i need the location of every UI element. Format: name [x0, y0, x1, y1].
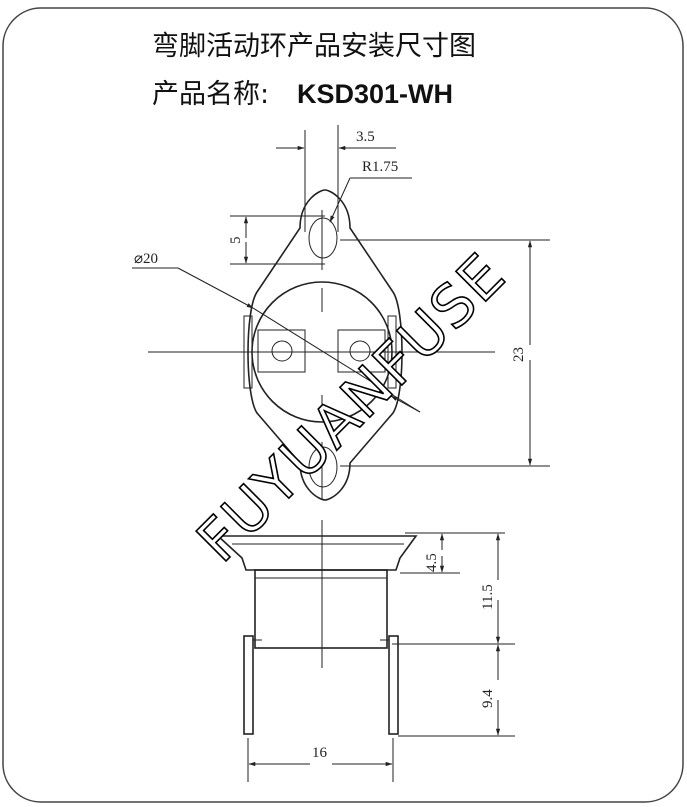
dim-hole-spacing: 3.5 — [356, 129, 375, 145]
side-terminal-right — [388, 635, 399, 735]
product-code: KSD301-WH — [297, 79, 453, 109]
page-border — [2, 7, 684, 803]
dim-terminal-length: 9.4 — [480, 689, 496, 708]
drawing-title: 弯脚活动环产品安装尺寸图 — [152, 31, 476, 62]
dim-mount-spacing: 23 — [511, 347, 527, 362]
dim-flange-height: 4.5 — [424, 553, 440, 572]
flange-outline — [247, 189, 403, 501]
terminal-base-right — [337, 329, 386, 373]
dim-body-height: 11.5 — [480, 584, 496, 610]
dim-hole-radius: R1.75 — [362, 159, 398, 175]
mount-hole-top — [308, 217, 338, 259]
terminal-base-left — [257, 329, 306, 373]
watermark: FUYUANFUSE — [184, 240, 519, 575]
mount-hole-bottom — [308, 446, 338, 488]
product-name-label: 产品名称: — [152, 79, 269, 110]
side-terminal-left — [243, 635, 254, 735]
dim-body-diameter: ⌀20 — [134, 251, 158, 267]
side-body — [254, 569, 388, 649]
terminal-hole-right — [349, 340, 371, 362]
dim-terminal-width: 16 — [312, 745, 328, 761]
side-view: 4.5 11.5 9.4 16 — [215, 520, 515, 782]
dim-hole-height: 5 — [228, 237, 244, 245]
side-flange — [215, 535, 418, 571]
terminal-hole-left — [271, 340, 293, 362]
top-view: 3.5 R1.75 5 ⌀20 23 — [132, 125, 550, 501]
